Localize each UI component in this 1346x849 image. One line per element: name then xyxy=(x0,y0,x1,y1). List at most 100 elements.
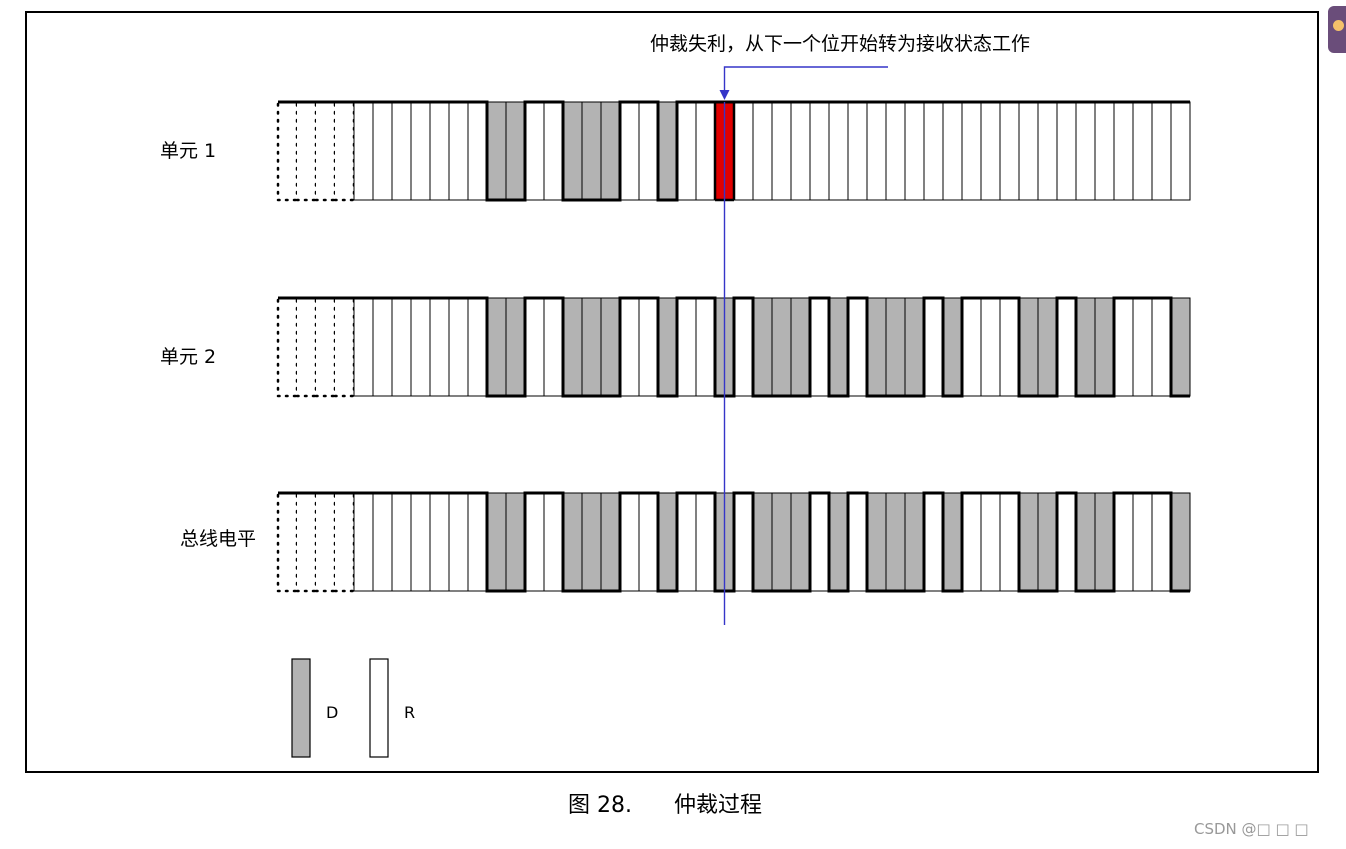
recessive-bit xyxy=(999,297,1020,397)
recessive-bit xyxy=(278,298,297,396)
dominant-bit xyxy=(904,297,925,397)
recessive-bit xyxy=(619,492,640,592)
dominant-bit xyxy=(657,492,678,592)
dominant-bit xyxy=(562,297,583,397)
recessive-bit xyxy=(1151,492,1172,592)
recessive-bit xyxy=(980,492,1001,592)
recessive-bit xyxy=(448,297,469,397)
recessive-bit xyxy=(695,101,716,201)
annotation-leader-line xyxy=(723,66,888,92)
recessive-bit xyxy=(790,101,811,201)
dominant-bit xyxy=(1170,297,1191,397)
recessive-bit xyxy=(752,101,773,201)
recessive-bit xyxy=(1056,101,1077,201)
dominant-bit xyxy=(581,492,602,592)
dominant-bit xyxy=(486,297,507,397)
figure-frame xyxy=(25,11,1319,773)
recessive-bit xyxy=(372,297,393,397)
recessive-bit xyxy=(353,101,374,201)
dominant-bit xyxy=(885,297,906,397)
annotation-arrow-icon xyxy=(719,90,730,100)
row-label-bus-level: 总线电平 xyxy=(180,528,257,550)
recessive-bit xyxy=(866,101,887,201)
badge-dot-icon xyxy=(1333,20,1344,31)
arbitration-lost-annotation: 仲裁失利，从下一个位开始转为接收状态工作 xyxy=(650,33,1031,55)
recessive-bit xyxy=(676,101,697,201)
bit-row-3 xyxy=(276,491,1191,593)
recessive-bit xyxy=(1018,101,1039,201)
dominant-bit xyxy=(600,297,621,397)
legend-dominant-label: D xyxy=(326,703,339,722)
recessive-bit xyxy=(353,492,374,592)
recessive-bit xyxy=(467,101,488,201)
recessive-bit xyxy=(335,493,354,591)
recessive-bit xyxy=(335,298,354,396)
legend-recessive-box xyxy=(369,658,389,758)
recessive-bit xyxy=(316,102,335,200)
recessive-bit xyxy=(297,493,316,591)
dominant-bit xyxy=(657,297,678,397)
recessive-bit xyxy=(733,492,754,592)
legend-dominant-box xyxy=(291,658,311,758)
dominant-bit xyxy=(828,297,849,397)
recessive-bit xyxy=(391,297,412,397)
dominant-bit xyxy=(1037,297,1058,397)
recessive-bit xyxy=(961,492,982,592)
dominant-bit xyxy=(505,297,526,397)
recessive-bit xyxy=(1113,297,1134,397)
waveform-line xyxy=(278,100,715,202)
recessive-bit xyxy=(1132,101,1153,201)
recessive-bit xyxy=(809,297,830,397)
recessive-bit xyxy=(391,101,412,201)
recessive-bit xyxy=(809,101,830,201)
recessive-bit xyxy=(316,493,335,591)
recessive-bit xyxy=(638,297,659,397)
dominant-bit xyxy=(1075,492,1096,592)
recessive-bit xyxy=(1113,492,1134,592)
row-label-unit-1: 单元 1 xyxy=(160,140,217,162)
recessive-bit xyxy=(847,492,868,592)
recessive-bit xyxy=(429,101,450,201)
recessive-bit xyxy=(543,492,564,592)
dominant-bit xyxy=(866,297,887,397)
recessive-bit xyxy=(410,101,431,201)
recessive-bit xyxy=(429,297,450,397)
dominant-bit xyxy=(1018,297,1039,397)
recessive-bit xyxy=(1151,101,1172,201)
recessive-bit xyxy=(676,297,697,397)
recessive-bit xyxy=(278,493,297,591)
recessive-bit xyxy=(467,297,488,397)
dominant-bit xyxy=(1037,492,1058,592)
row-label-unit-2: 单元 2 xyxy=(160,346,217,368)
dominant-bit xyxy=(771,297,792,397)
recessive-bit xyxy=(999,492,1020,592)
recessive-bit xyxy=(335,102,354,200)
dominant-bit xyxy=(1075,297,1096,397)
recessive-bit xyxy=(1075,101,1096,201)
recessive-bit xyxy=(1151,297,1172,397)
recessive-bit xyxy=(1056,492,1077,592)
recessive-bit xyxy=(904,101,925,201)
recessive-bit xyxy=(676,492,697,592)
recessive-bit xyxy=(297,102,316,200)
dominant-bit xyxy=(581,101,602,201)
recessive-bit xyxy=(543,101,564,201)
waveform-line xyxy=(278,491,1190,593)
caption-number: 图 28. xyxy=(568,793,632,818)
dominant-bit xyxy=(657,101,678,201)
dominant-bit xyxy=(505,492,526,592)
side-badge[interactable] xyxy=(1328,6,1346,53)
recessive-bit xyxy=(923,492,944,592)
recessive-bit xyxy=(372,492,393,592)
dominant-bit xyxy=(486,101,507,201)
recessive-bit xyxy=(1132,297,1153,397)
recessive-bit xyxy=(619,101,640,201)
caption-title: 仲裁过程 xyxy=(673,793,762,818)
recessive-bit xyxy=(524,297,545,397)
recessive-bit xyxy=(809,492,830,592)
recessive-bit xyxy=(1132,492,1153,592)
dominant-bit xyxy=(790,492,811,592)
recessive-bit xyxy=(316,298,335,396)
dominant-bit xyxy=(885,492,906,592)
